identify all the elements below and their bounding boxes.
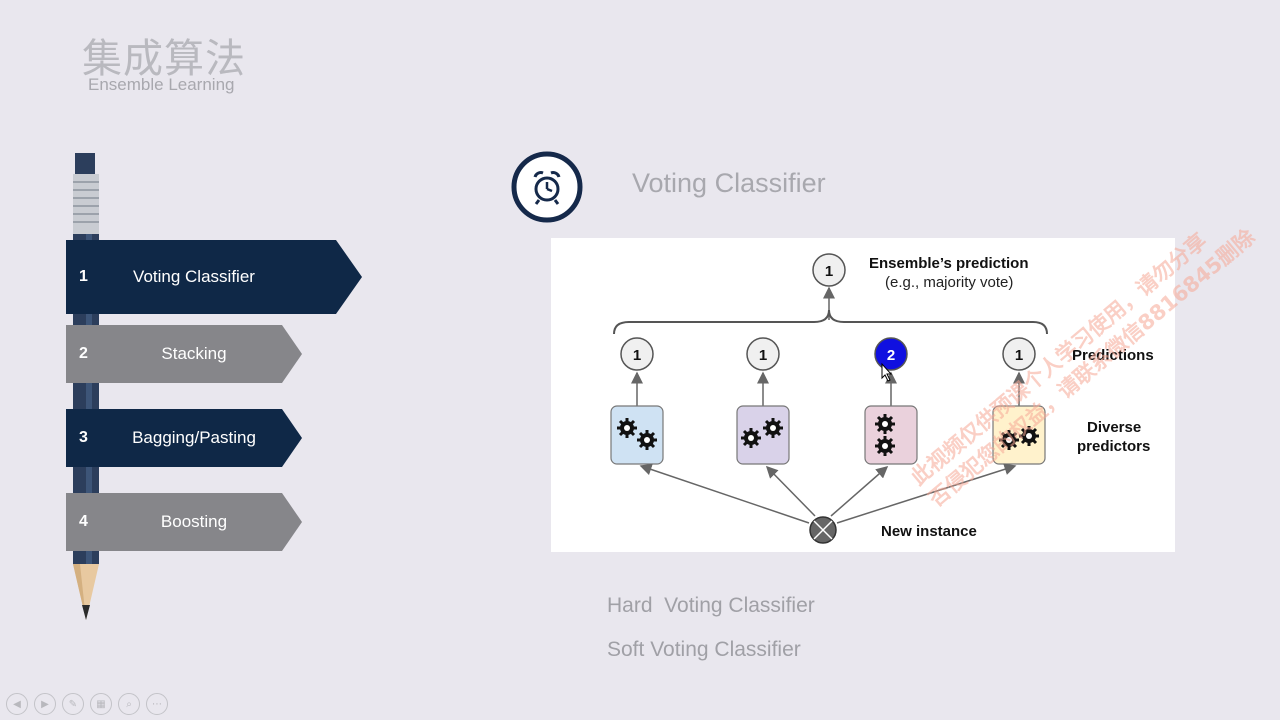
predictors-label: predictors: [1077, 438, 1150, 455]
nav-item-boosting[interactable]: 4 Boosting: [66, 493, 302, 551]
ensemble-node: [812, 253, 846, 287]
prediction-node: [1002, 337, 1036, 371]
nav-item-stacking[interactable]: 2 Stacking: [66, 325, 302, 383]
page-title: 集成算法: [82, 36, 246, 82]
prediction-value: 1: [1015, 347, 1023, 364]
soft-voting-label: Soft Voting Classifier: [607, 638, 801, 661]
predictor-box: [736, 405, 790, 465]
prediction-node: [620, 337, 654, 371]
prediction-value: 1: [633, 347, 641, 364]
predictor-box: [864, 405, 918, 465]
zoom-icon[interactable]: ⌕: [118, 693, 140, 715]
predictions-label: Predictions: [1072, 347, 1154, 364]
prediction-value: 1: [759, 347, 767, 364]
nav-item-number: 4: [79, 513, 88, 530]
more-icon[interactable]: ⋯: [146, 693, 168, 715]
nav-item-voting-classifier[interactable]: 1 Voting Classifier: [66, 240, 362, 314]
alarm-clock-icon: [511, 151, 583, 223]
nav-item-label: Boosting: [160, 512, 228, 531]
ensemble-label: Ensemble’s prediction: [869, 255, 1029, 272]
predictors-label: Diverse: [1087, 419, 1141, 436]
slides-icon[interactable]: ▦: [90, 693, 112, 715]
new-instance-label: New instance: [881, 523, 977, 540]
next-icon[interactable]: ▶: [34, 693, 56, 715]
nav-item-label: Voting Classifier: [133, 267, 255, 286]
pencil-illustration: [73, 153, 99, 620]
page-subtitle: Ensemble Learning: [88, 75, 235, 94]
nav-item-number: 3: [79, 429, 88, 446]
nav-item-number: 1: [79, 268, 88, 285]
pen-icon[interactable]: ✎: [62, 693, 84, 715]
ensemble-sub-label: (e.g., majority vote): [885, 274, 1013, 291]
section-title: Voting Classifier: [632, 168, 826, 198]
prediction-value: 2: [887, 347, 895, 364]
nav-item-label: Stacking: [161, 344, 227, 363]
predictor-box: [610, 405, 664, 465]
hard-voting-label: Hard Voting Classifier: [607, 594, 815, 617]
voting-diagram: 1 Ensemble’s prediction (e.g., majority …: [551, 238, 1175, 552]
nav-item-label: Bagging/Pasting: [132, 428, 256, 447]
prev-icon[interactable]: ◀: [6, 693, 28, 715]
slideshow-controls: ◀ ▶ ✎ ▦ ⌕ ⋯: [6, 693, 168, 715]
aggregation-brace: [613, 309, 1048, 335]
ensemble-value: 1: [825, 263, 833, 280]
mouse-cursor-icon: [881, 362, 893, 382]
nav-item-number: 2: [79, 345, 88, 362]
prediction-node-highlighted: [874, 337, 908, 371]
nav-item-bagging-pasting[interactable]: 3 Bagging/Pasting: [66, 409, 302, 467]
prediction-node: [746, 337, 780, 371]
